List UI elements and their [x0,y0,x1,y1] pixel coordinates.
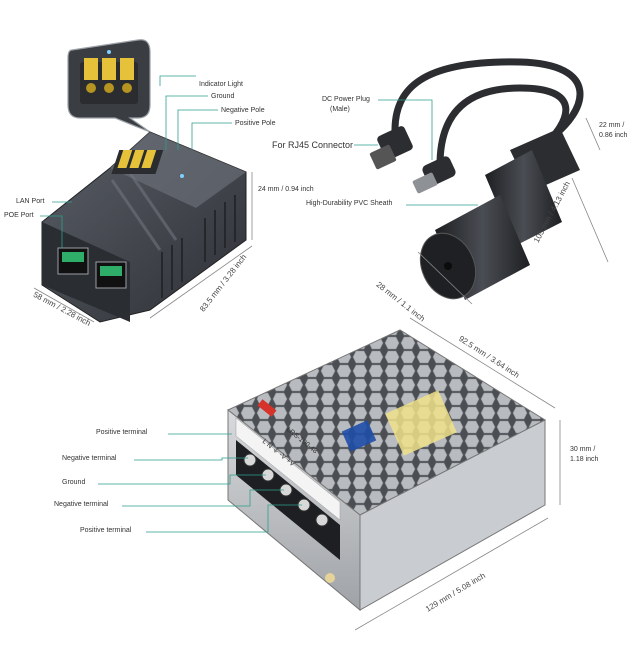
terminal-block [236,440,340,560]
callout-lan-port: LAN Port [16,198,45,205]
callout-ground-terminal: Ground [62,479,86,486]
psu-callout-lines [98,317,561,631]
terminal-zoom-bubble [67,39,151,133]
rj45-connector [369,126,413,170]
callout-negative-pole: Negative Pole [221,107,265,114]
callout-rj45: For RJ45 Connector [272,140,354,150]
lan-port [57,247,89,275]
dim-injector-height: 24 mm / 0.94 inch [258,186,314,193]
dim-psu-height-1: 30 mm / [570,446,596,453]
cable-callout-lines [354,99,609,305]
callout-ground: Ground [211,93,235,100]
dc-plug [412,156,456,194]
callout-poe-port: POE Port [4,212,34,219]
callout-positive-pole: Positive Pole [235,120,276,127]
top-terminal-block [111,150,184,178]
poe-port [95,261,127,289]
power-supply-unit [227,329,547,612]
callout-positive-terminal-2: Positive terminal [80,527,132,534]
callout-indicator-light: Indicator Light [199,81,243,88]
poe-callout-lines [33,75,253,323]
callout-positive-terminal-1: Positive terminal [96,429,148,436]
callout-negative-terminal-2: Negative terminal [54,501,109,508]
callout-dc-plug-male: (Male) [330,106,350,113]
splitter-cable [369,58,584,300]
dim-psu-height-2: 1.18 inch [570,456,599,463]
dim-cable-thickness-2: 0.86 inch [599,132,628,139]
dim-cable-thickness-1: 22 mm / [599,122,625,129]
callout-sheath: High-Durability PVC Sheath [306,200,393,207]
callout-negative-terminal-1: Negative terminal [62,455,117,462]
callout-dc-plug: DC Power Plug [322,96,370,103]
poe-injector-device [41,39,247,323]
